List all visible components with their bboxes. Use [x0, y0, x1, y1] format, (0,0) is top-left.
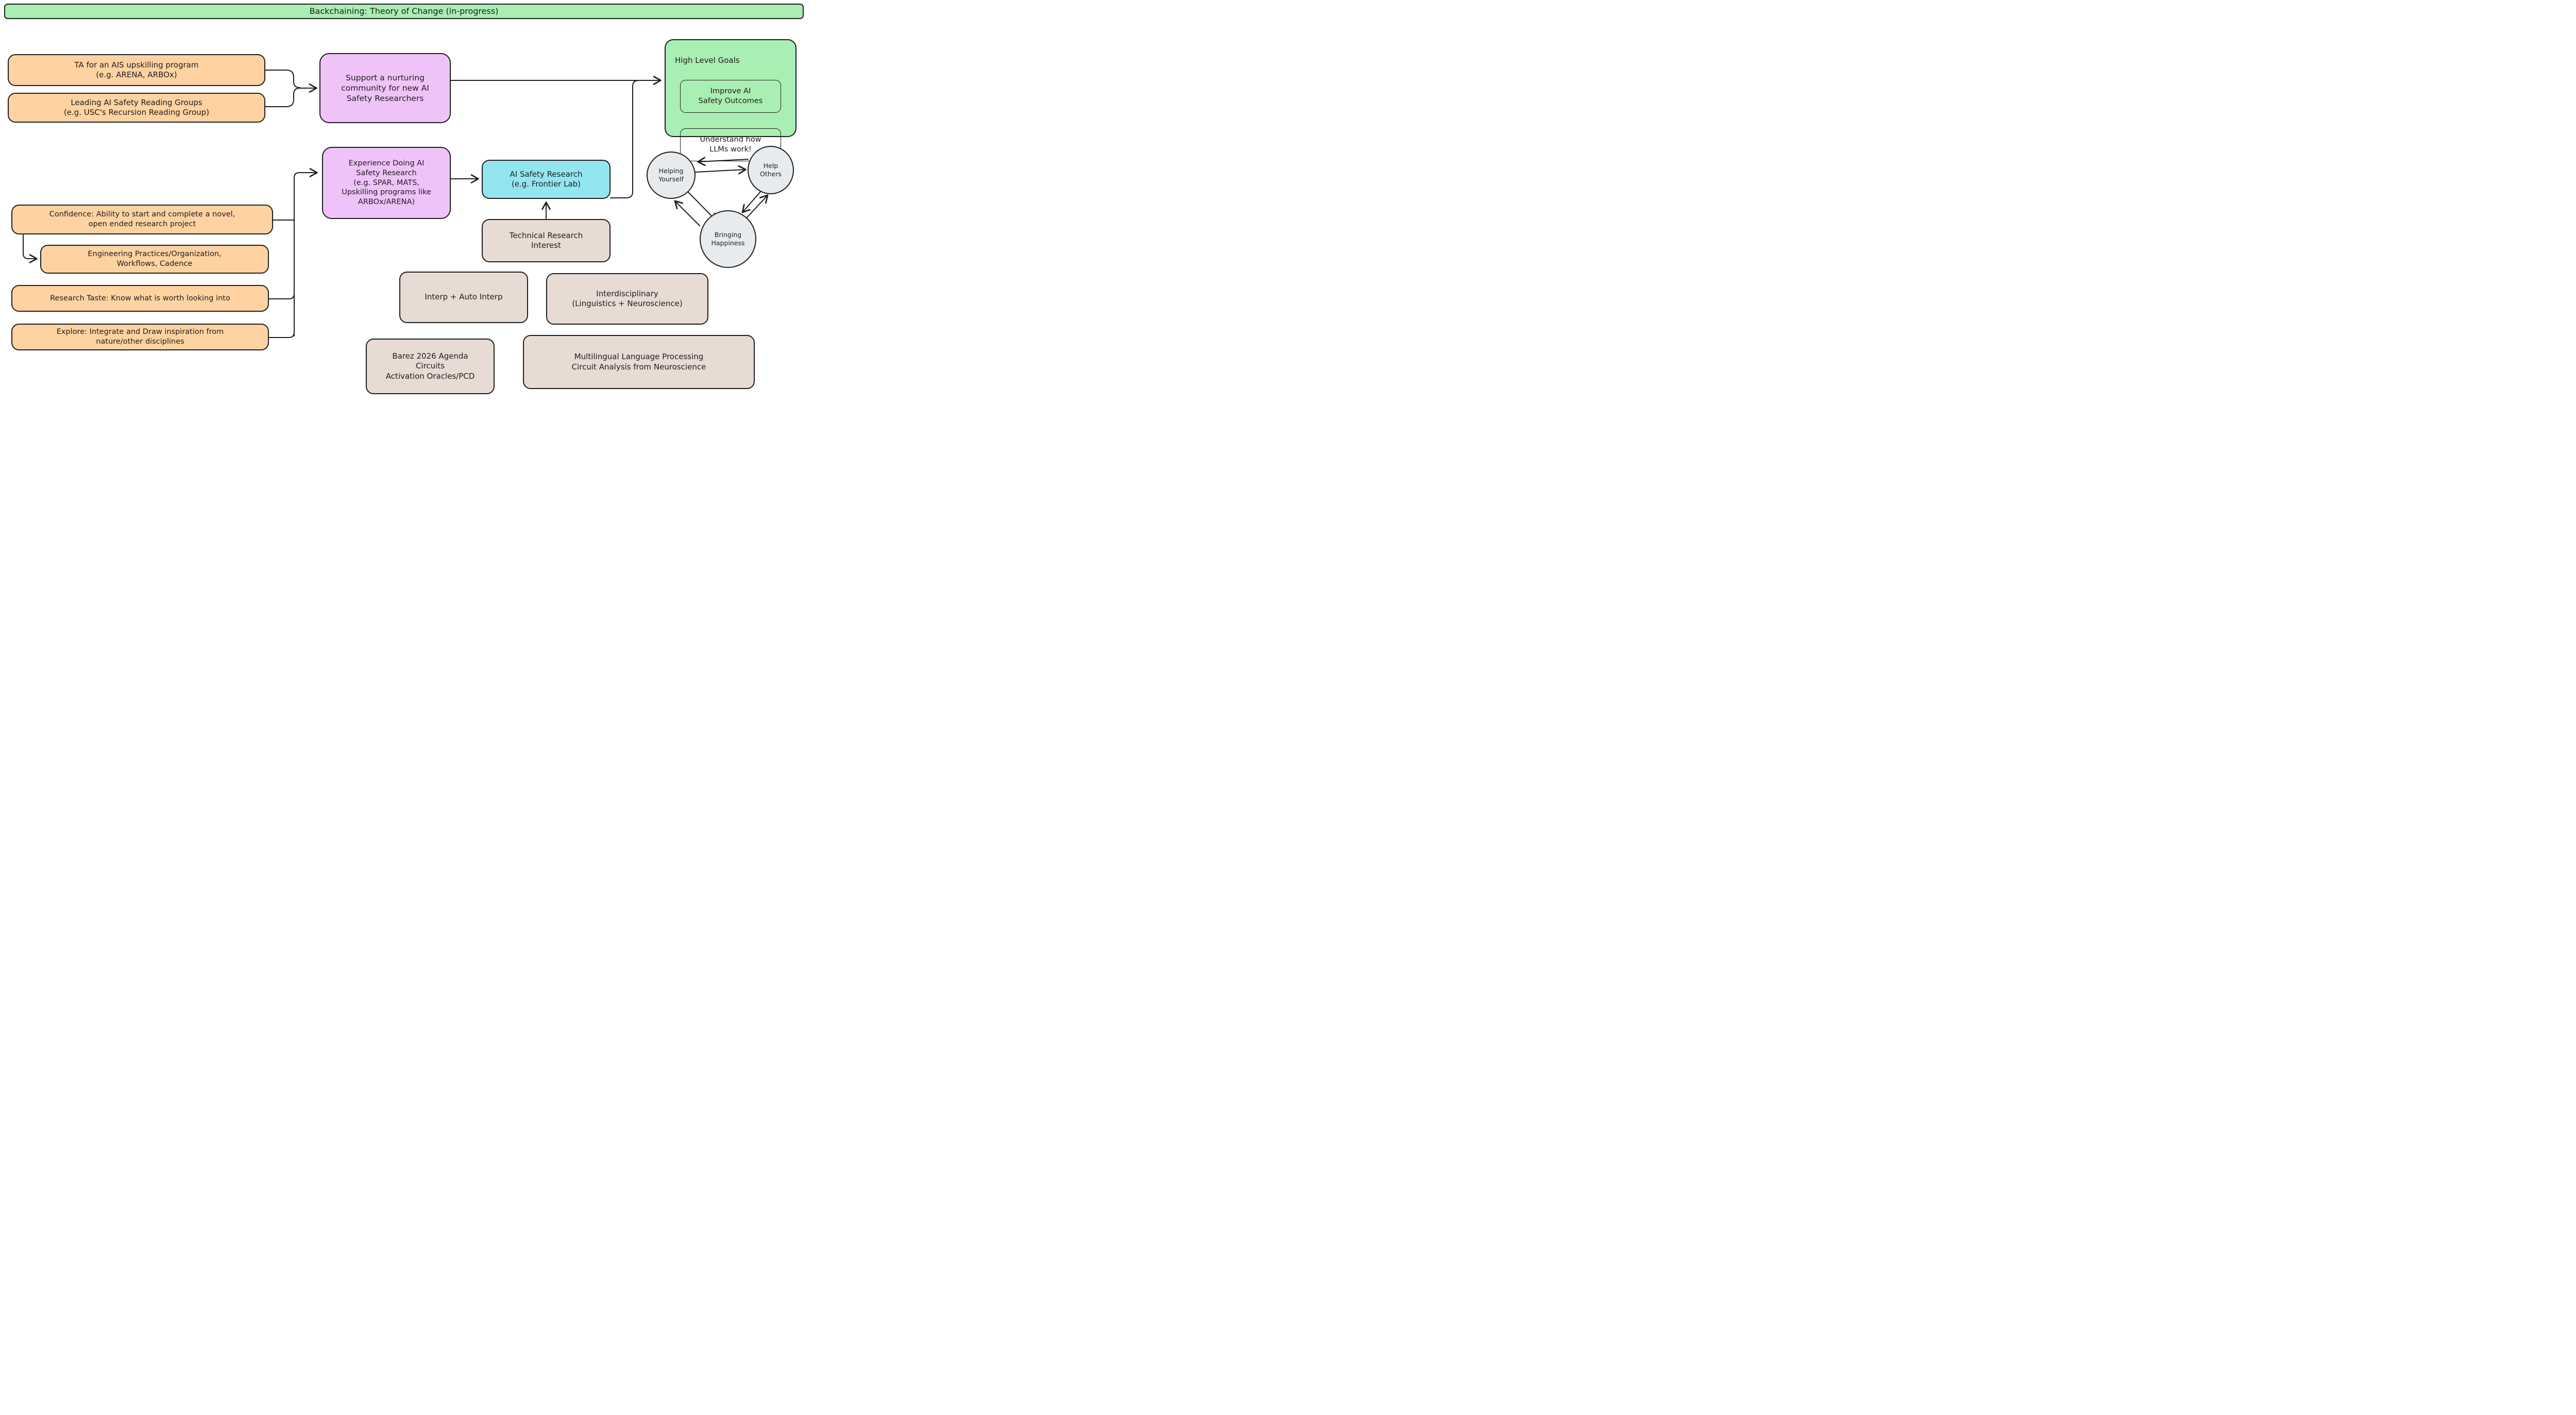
edge-explore-trunk [267, 332, 295, 338]
node-experience-research: Experience Doing AI Safety Research (e.g… [322, 147, 451, 219]
node-help-others: Help Others [748, 146, 794, 194]
node-interdisciplinary: Interdisciplinary (Linguistics + Neurosc… [546, 273, 708, 325]
edge-hy-ho [695, 165, 747, 175]
node-multilingual: Multilingual Language Processing Circuit… [523, 335, 755, 389]
node-high-level-goals: High Level Goals Improve AI Safety Outco… [665, 39, 796, 161]
edge-reading-support [265, 88, 300, 107]
node-ai-safety-research: AI Safety Research (e.g. Frontier Lab) [482, 160, 611, 199]
edge-bh-hy [674, 200, 700, 226]
edge-ho-hy [697, 157, 749, 166]
node-engineering-practices: Engineering Practices/Organization, Work… [40, 245, 269, 274]
edge-confidence-engineering [23, 234, 38, 263]
high-level-goals-title: High Level Goals [675, 55, 740, 65]
diagram-canvas: Backchaining: Theory of Change (in-progr… [0, 0, 808, 396]
goal-improve-ai-safety: Improve AI Safety Outcomes [680, 80, 781, 113]
edge-trunk-experience [294, 168, 318, 336]
node-interp: Interp + Auto Interp [399, 272, 528, 323]
node-bringing-happiness: Bringing Happiness [700, 210, 756, 268]
title-banner: Backchaining: Theory of Change (in-progr… [4, 4, 804, 19]
node-technical-interest: Technical Research Interest [482, 219, 611, 262]
edge-bh-ho [745, 194, 769, 219]
connector-layer [23, 70, 769, 338]
edge-ta-support [265, 70, 300, 88]
node-barez-agenda: Barez 2026 Agenda Circuits Activation Or… [366, 339, 495, 394]
node-support-community: Support a nurturing community for new AI… [319, 53, 451, 123]
edge-taste-trunk [267, 293, 295, 299]
node-helping-yourself: Helping Yourself [647, 151, 696, 199]
goal-understand-llms: Understand how LLMs work! [680, 128, 781, 161]
edge-ho-bh [741, 191, 761, 213]
edge-frontier-goals [610, 80, 639, 198]
node-explore: Explore: Integrate and Draw inspiration … [11, 324, 269, 350]
node-confidence: Confidence: Ability to start and complet… [11, 205, 273, 234]
node-reading-groups: Leading AI Safety Reading Groups (e.g. U… [8, 93, 265, 123]
node-research-taste: Research Taste: Know what is worth looki… [11, 285, 269, 312]
node-ta-upskilling: TA for an AIS upskilling program (e.g. A… [8, 54, 265, 86]
